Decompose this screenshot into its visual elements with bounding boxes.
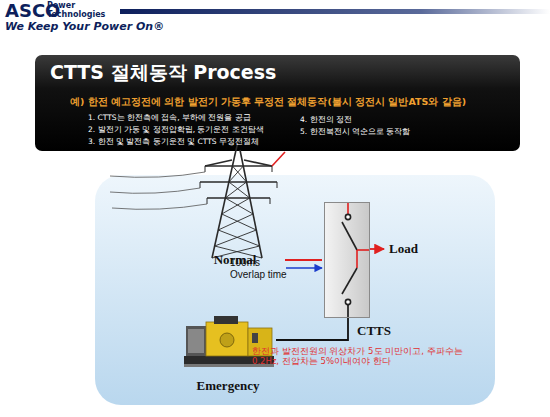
power-wire [285,259,322,261]
normal-source: Normal [185,140,285,268]
power-wire [370,248,384,250]
ctts-switch: CTTS [324,202,370,318]
transfer-switch-contacts [342,202,370,318]
title-banner [35,55,520,151]
slide-title: CTTS 절체동작 Process [50,62,276,84]
step-item: 3. 한전 및 발전측 동기운전 및 CTTS 무정전절체 [88,138,259,147]
emergency-source: Emergency [180,318,276,394]
load-terminal: Load [386,240,421,258]
step-item: 5. 한전복전시 역순으로 동작함 [300,128,410,137]
header-bar [120,9,550,14]
step-item: 1. CTTS는 한전측에 접속, 부하에 전원을 공급 [88,114,251,123]
overlap-arrow [286,267,322,268]
power-wire [276,318,348,340]
ctts-enclosure [324,202,370,318]
node-label: Normal [214,252,257,268]
diagram-panel [95,175,495,405]
step-item: 4. 한전의 정전 [300,116,352,125]
node-label: CTTS [357,323,391,339]
node-label: Load [389,241,418,257]
brand-slogan: We Keep Your Power On® [5,21,164,34]
node-label: Emergency [197,378,260,394]
banner-subtitle: 예) 한전 예고정전에 의한 발전기 가동후 무정전 절체동작(불시 정전시 일… [70,97,466,108]
brand-subtitle: Power Technologies [47,1,105,19]
sync-condition-note: 한전과 발전전원의 위상차가 5도 미만이고, 주파수는 0.2Hz, 전압차는… [252,347,488,367]
transmission-tower [110,142,285,258]
step-item: 2. 발전기 가동 및 정전압확립, 동기운전 조건탐색 [88,126,264,135]
